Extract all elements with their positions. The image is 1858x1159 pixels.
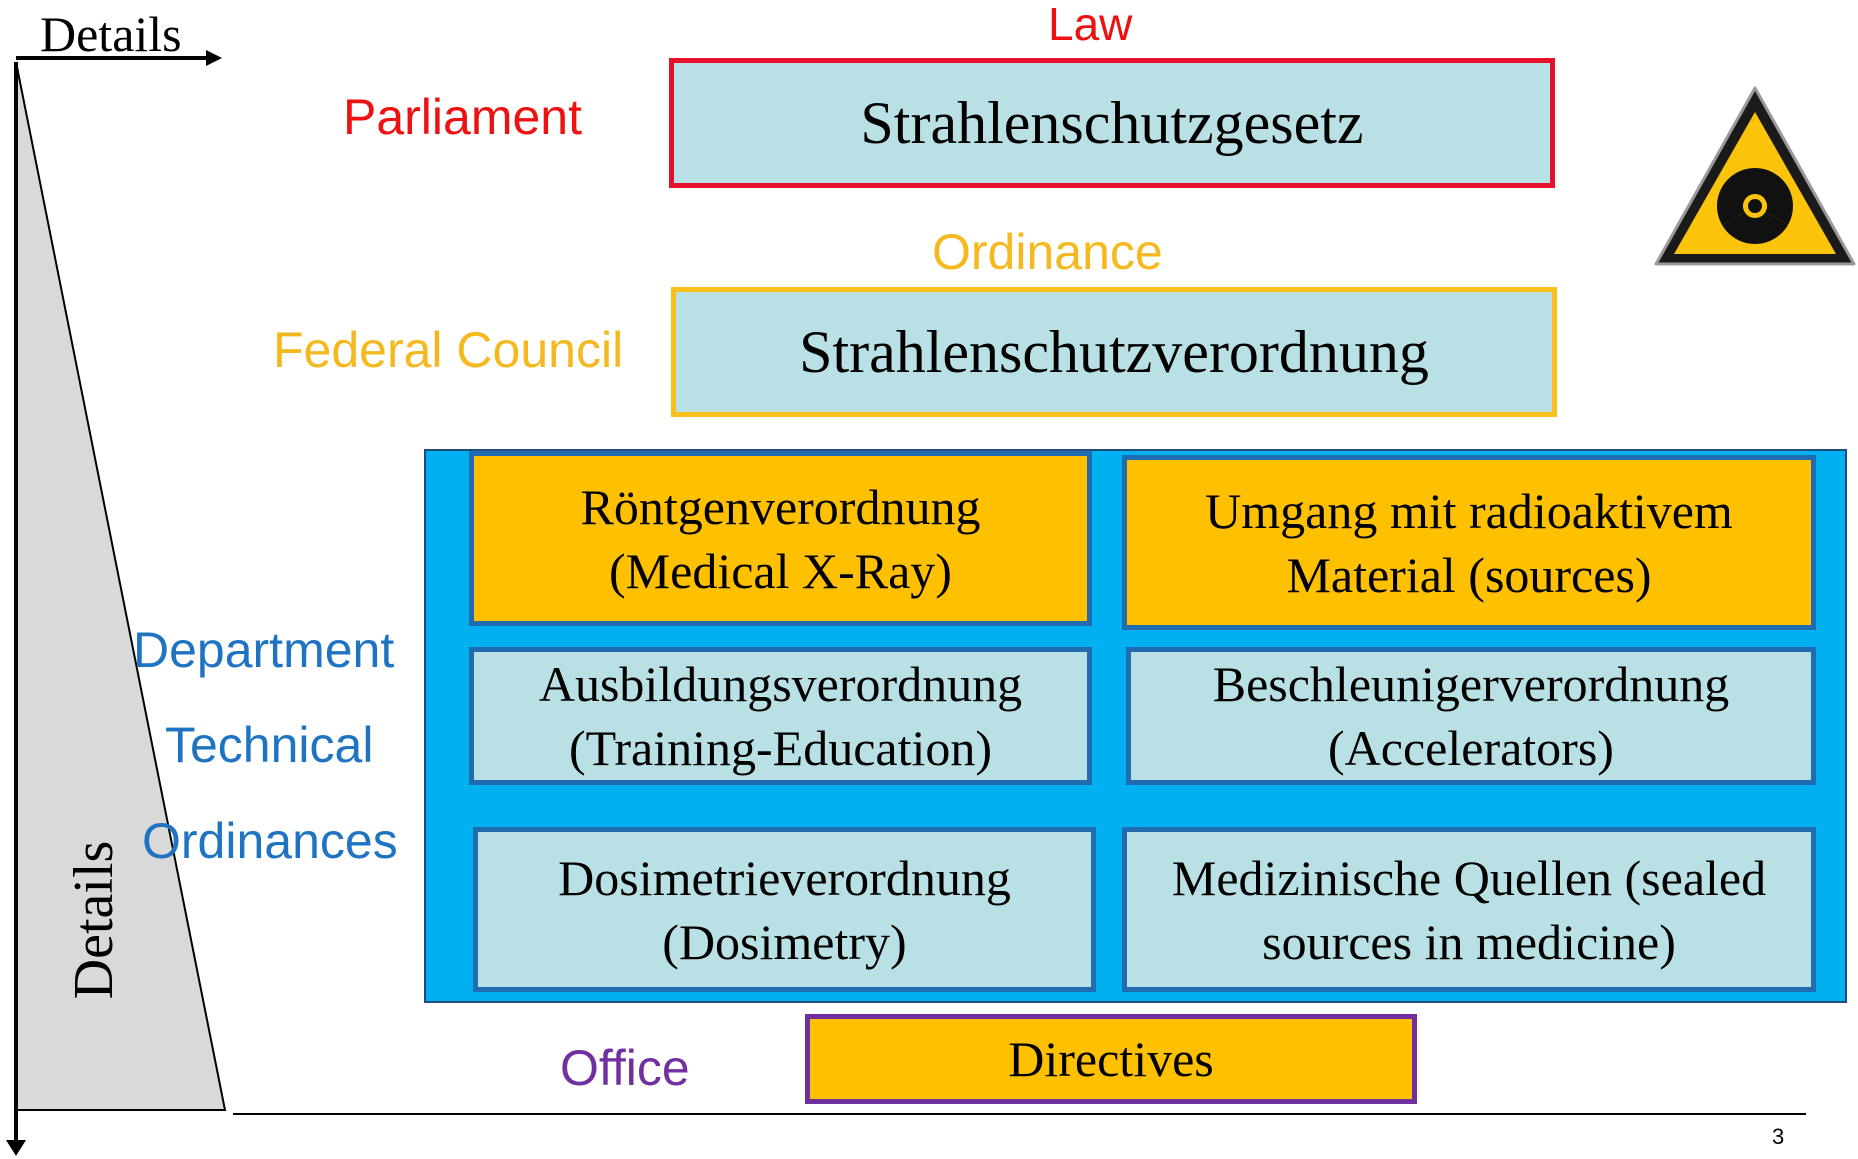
label-ordinances: Ordinances [142,813,398,869]
label-office: Office [560,1040,690,1096]
label-ordinance: Ordinance [932,224,1163,280]
label-department: Department [133,622,395,678]
ordinance-box-line2: (Dosimetry) [662,913,907,970]
label-law: Law [1048,0,1133,50]
ordinance-box-line1: Umgang mit radioaktivem [1205,482,1733,539]
label-federal-council: Federal Council [273,322,624,378]
label-technical: Technical [165,717,374,773]
ordinance-box-line1: Dosimetrieverordnung [558,849,1011,906]
down-arrow-icon [6,1140,26,1156]
ordinance-box-line1: Medizinische Quellen (sealed [1171,849,1767,906]
ordinance-box-medical-xray: Röntgenverordnung (Medical X-Ray) [469,451,1092,626]
ordinance-box: Strahlenschutzverordnung [671,287,1557,417]
ordinance-box-radioactive-material: Umgang mit radioaktivem Material (source… [1122,455,1816,630]
ordinance-box-line1: Ausbildungsverordnung [538,656,1023,712]
ordinance-box-line2: Material (sources) [1286,546,1652,603]
details-axis-label-top: Details [40,6,182,62]
ordinance-box-line1: Beschleunigerverordnung [1212,656,1730,712]
footer-divider [233,1113,1806,1115]
ordinance-box-sealed-sources: Medizinische Quellen (sealed sources in … [1122,827,1816,992]
ordinance-box-line2: (Medical X-Ray) [609,542,952,599]
ordinance-box-line2: (Training-Education) [568,720,993,776]
page-number: 3 [1772,1124,1785,1149]
ordinance-box-training: Ausbildungsverordnung (Training-Educatio… [469,647,1092,785]
ordinance-box-line2: (Accelerators) [1328,720,1614,776]
ordinance-box-title: Strahlenschutzverordnung [799,319,1429,385]
radiation-warning-icon [1654,86,1856,266]
law-box: Strahlenschutzgesetz [669,58,1555,188]
law-box-title: Strahlenschutzgesetz [860,90,1364,156]
ordinance-box-accelerators: Beschleunigerverordnung (Accelerators) [1126,647,1816,785]
ordinance-box-dosimetry: Dosimetrieverordnung (Dosimetry) [473,827,1096,992]
label-parliament: Parliament [343,89,582,145]
details-axis-label-side: Details [63,840,125,1000]
right-arrow-icon [206,50,222,66]
ordinance-box-line1: Röntgenverordnung [580,478,981,535]
directives-box-title: Directives [1008,1031,1214,1087]
ordinance-box-line2: sources in medicine) [1262,913,1676,970]
directives-box: Directives [805,1014,1417,1104]
